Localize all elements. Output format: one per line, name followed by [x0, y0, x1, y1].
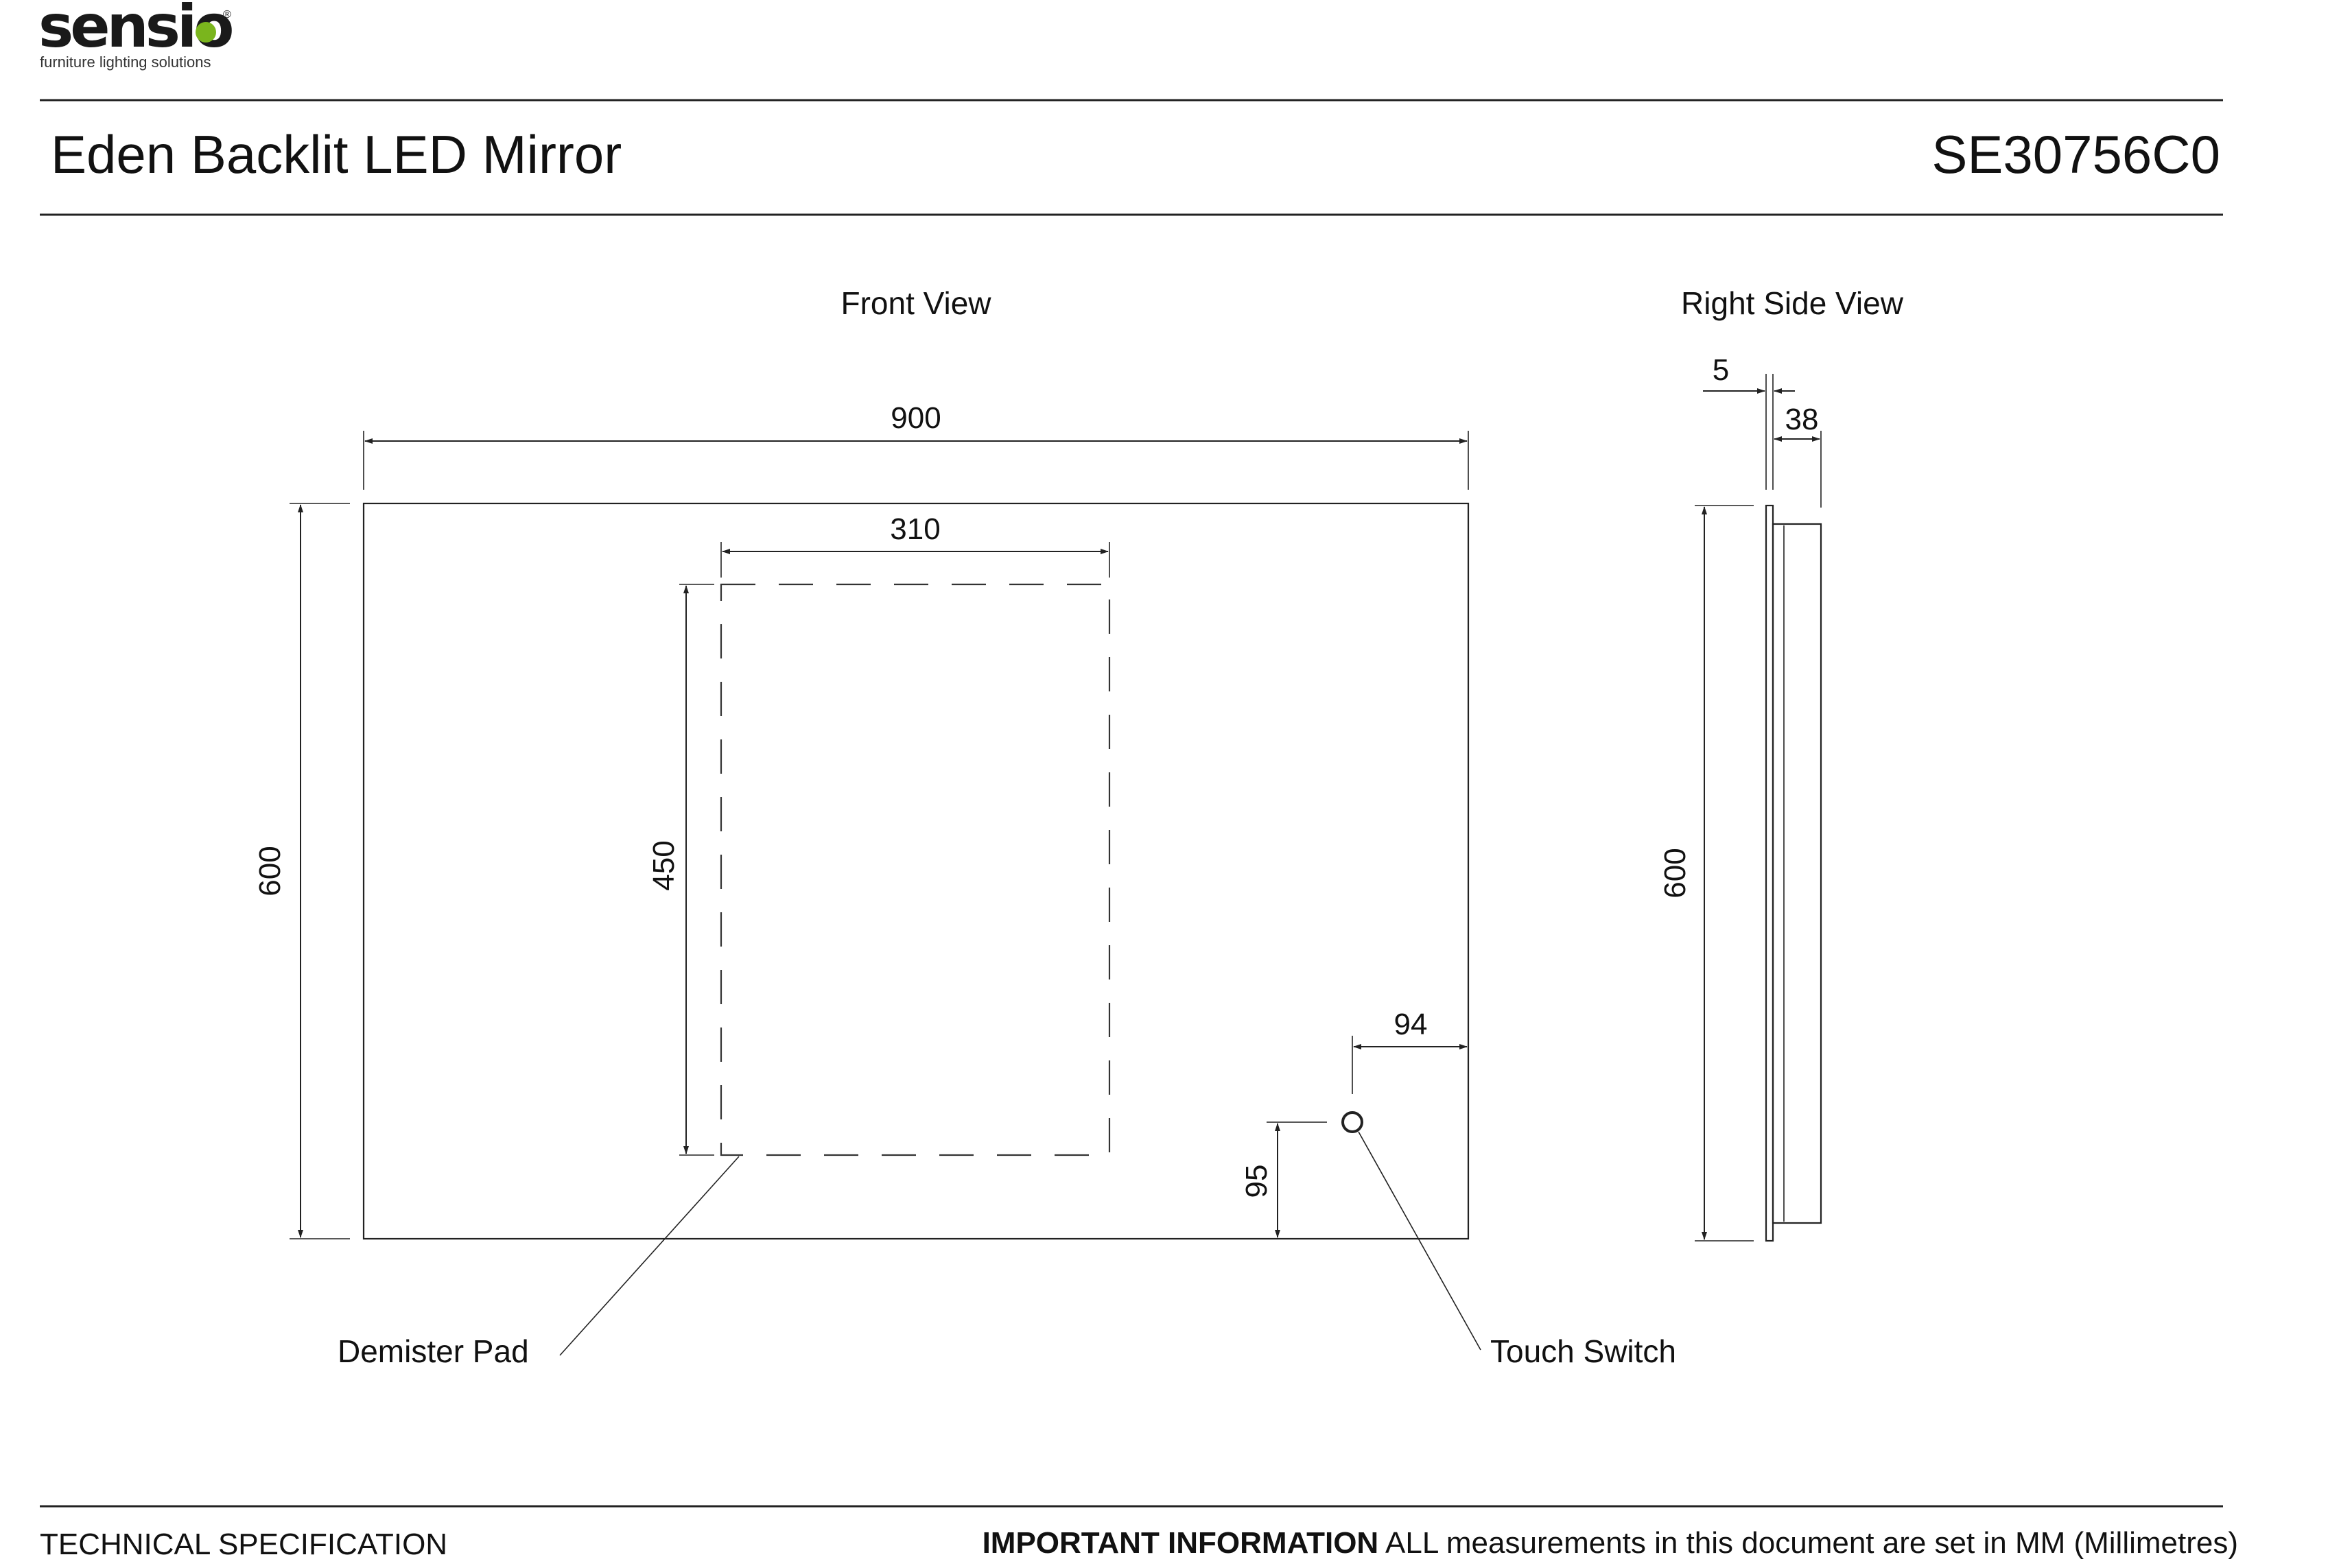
mirror-outline [362, 502, 1470, 1240]
logo-registered-mark: ® [223, 9, 231, 21]
product-code: SE30756C0 [1931, 124, 2220, 185]
touch-switch-symbol [1341, 1111, 1363, 1133]
side-glass-profile [1765, 504, 1774, 1242]
footer-info-text: ALL measurements in this document are se… [1378, 1526, 2238, 1560]
footer-technical-specification: TECHNICAL SPECIFICATION [40, 1528, 447, 1561]
glass-thickness-label: 5 [1713, 353, 1729, 387]
switch-leader-line [1358, 1131, 1481, 1351]
product-title: Eden Backlit LED Mirror [51, 124, 622, 185]
front-view-title: Front View [840, 285, 991, 321]
pad-width-label: 310 [890, 512, 940, 546]
height-label: 600 [253, 846, 287, 896]
demister-pad-label: Demister Pad [338, 1333, 529, 1369]
brand-logo: sensio ® furniture lighting solutions [38, 0, 235, 71]
touch-switch-label: Touch Switch [1490, 1333, 1676, 1369]
side-view: Right Side View 5 38 600 [1658, 285, 1904, 1242]
pad-height-label: 450 [647, 840, 681, 890]
demister-pad-outline [720, 583, 1111, 1156]
depth-label: 38 [1785, 403, 1819, 436]
logo-accent-dot [196, 22, 216, 43]
side-backbox-profile [1772, 523, 1822, 1224]
demister-leader-line [559, 1156, 740, 1356]
footer-info-bold: IMPORTANT INFORMATION [983, 1526, 1379, 1560]
side-view-title: Right Side View [1681, 285, 1904, 321]
switch-x-label: 94 [1394, 1008, 1428, 1041]
side-height-label: 600 [1658, 848, 1692, 898]
front-view: Front View 900 600 310 450 94 95 D [253, 285, 1676, 1369]
switch-y-label: 95 [1240, 1165, 1273, 1198]
width-label: 900 [891, 401, 941, 435]
footer-important-information: IMPORTANT INFORMATION ALL measurements i… [983, 1526, 2238, 1560]
logo-tagline: furniture lighting solutions [40, 54, 211, 71]
